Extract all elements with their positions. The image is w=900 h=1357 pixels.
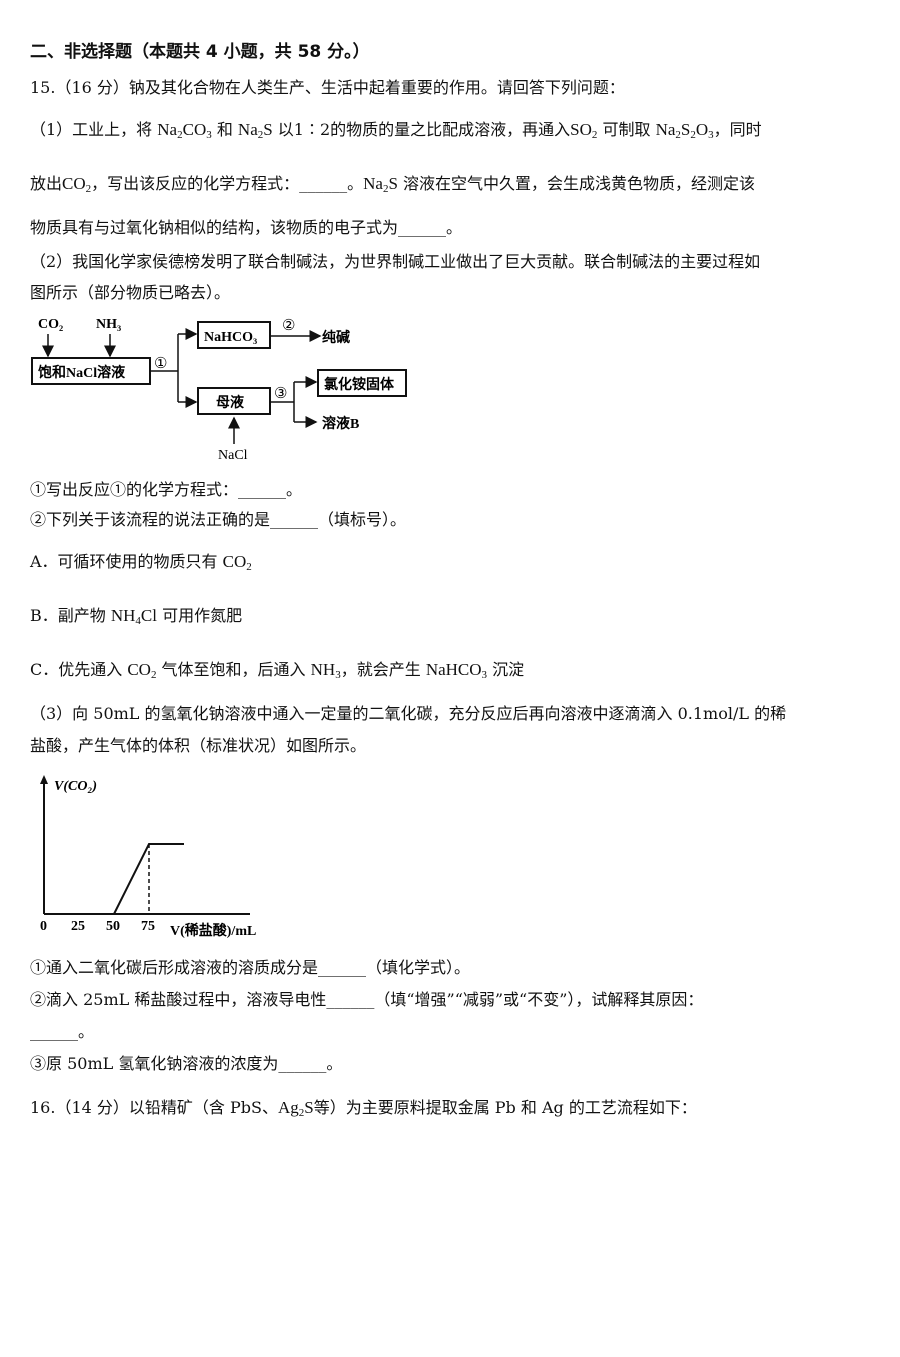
mother-liquor-box — [197, 387, 271, 415]
q15-p1-line1: （1）工业上，将 Na2CO3 和 Na2S 以1∶2的物质的量之比配成溶液，再… — [30, 120, 762, 141]
chart-x-tick-50: 50 — [106, 919, 120, 934]
q15-p2-q1: ①写出反应①的化学方程式：______。 — [30, 480, 303, 499]
solution-b-label: 溶液B — [322, 415, 359, 432]
q15-p1-line3: 物质具有与过氧化钠相似的结构，该物质的电子式为______。 — [30, 218, 463, 237]
chart-y-axis-arrow — [40, 775, 48, 784]
nacl-input-label: NaCl — [218, 448, 248, 462]
q15-p3-line1: （3）向 50mL 的氢氧化钠溶液中通入一定量的二氧化碳，充分反应后再向溶液中逐… — [30, 704, 787, 723]
step1-label: ① — [154, 356, 167, 372]
step2-label: ② — [282, 318, 295, 334]
chart-ylabel: V(CO₂) — [54, 779, 97, 794]
chart-x-tick-25: 25 — [71, 919, 85, 934]
chart-xlabel: V(稀盐酸)/mL — [170, 922, 256, 939]
mother-liquor-label: 母液 — [216, 394, 245, 411]
q16-intro: 16.（14 分）以铅精矿（含 PbS、Ag2S等）为主要原料提取金属 Pb 和… — [30, 1098, 697, 1119]
step3-label: ③ — [274, 386, 287, 402]
nh3-label: NH₃ — [96, 317, 121, 332]
chart-x-tick-0: 0 — [40, 919, 47, 934]
chart-x-tick-75: 75 — [141, 919, 155, 934]
saturated-nacl-label: 饱和NaCl溶液 — [38, 364, 126, 381]
q15-intro: 15.（16 分）钠及其化合物在人类生产、生活中起着重要的作用。请回答下列问题： — [30, 78, 625, 97]
q15-p2-line1: （2）我国化学家侯德榜发明了联合制碱法，为世界制碱工业做出了巨大贡献。联合制碱法… — [30, 252, 761, 271]
nahco3-box — [197, 321, 271, 349]
co2-volume-chart: V(CO₂) V(稀盐酸)/mL 0 25 50 75 — [40, 775, 256, 939]
ammonium-chloride-box — [317, 369, 407, 397]
q15-p3-q3: ③原 50mL 氢氧化钠溶液的浓度为______。 — [30, 1054, 343, 1073]
ammonium-chloride-label: 氯化铵固体 — [324, 376, 395, 393]
soda-ash-label: 纯碱 — [322, 329, 350, 346]
soda-process-diagram: CO₂ NH₃ 饱和NaCl溶液 ① NaHCO₃ ② 纯碱 母液 ③ 氯化铵固… — [31, 317, 407, 462]
option-a: A．可循环使用的物质只有 CO2 — [30, 552, 252, 573]
q15-p3-q1: ①通入二氧化碳后形成溶液的溶质成分是______（填化学式）。 — [30, 958, 471, 977]
section-title: 二、非选择题（本题共 4 小题，共 58 分。） — [30, 42, 370, 62]
q15-p2-line2: 图所示（部分物质已略去）。 — [30, 283, 231, 302]
q15-p1-line2: 放出CO2，写出该反应的化学方程式：______。Na2S 溶液在空气中久置，会… — [30, 174, 756, 195]
option-b: B．副产物 NH4Cl 可用作氮肥 — [30, 606, 243, 627]
nahco3-label: NaHCO₃ — [204, 330, 257, 345]
co2-label: CO₂ — [38, 317, 63, 332]
q15-p3-line2: 盐酸，产生气体的体积（标准状况）如图所示。 — [30, 736, 367, 755]
q15-p2-q2: ②下列关于该流程的说法正确的是______（填标号）。 — [30, 510, 407, 529]
option-c: C．优先通入 CO2 气体至饱和，后通入 NH3，就会产生 NaHCO3 沉淀 — [30, 660, 525, 681]
q15-p3-q2: ②滴入 25mL 稀盐酸过程中，溶液导电性______（填“增强”“减弱”或“不… — [30, 990, 704, 1009]
q15-p3-q2b: ______。 — [30, 1022, 95, 1041]
